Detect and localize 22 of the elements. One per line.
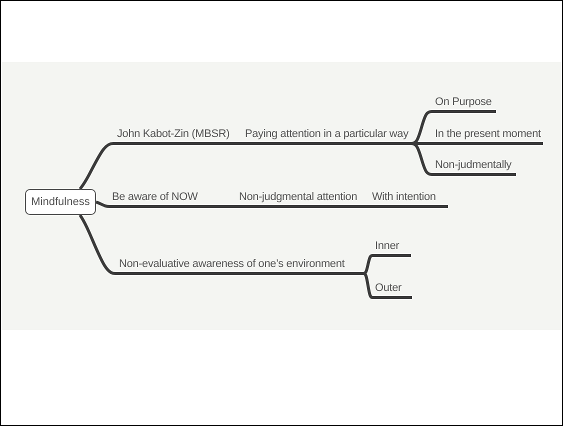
topic-label: Non-judgmental attention: [239, 191, 358, 203]
topic-label: Non-evaluative awareness of one’s environment: [119, 258, 345, 270]
topic-label: Mindfulness: [31, 196, 90, 208]
topic-label: Be aware of NOW: [112, 191, 198, 203]
connector-line: [362, 254, 374, 275]
connector-line: [206, 205, 237, 208]
topic-label: On Purpose: [435, 96, 492, 108]
root-box: [25, 189, 96, 215]
connector-line: [362, 272, 374, 299]
connector-line: [78, 142, 115, 190]
connector-line: [358, 205, 370, 208]
connector-line: [233, 142, 243, 145]
topic-label: Outer: [375, 282, 402, 294]
topic-label: Non-judmentally: [435, 159, 512, 171]
connector-line: [78, 214, 117, 275]
topic-label: Paying attention in a particular way: [245, 128, 408, 140]
topic-label: John Kabot-Zin (MBSR): [117, 128, 230, 140]
connector-line: [94, 200, 111, 208]
topic-label: Inner: [375, 240, 400, 252]
topic-label: With intention: [372, 191, 436, 203]
connector-line: [410, 142, 434, 176]
topic-label: In the present moment: [435, 128, 541, 140]
